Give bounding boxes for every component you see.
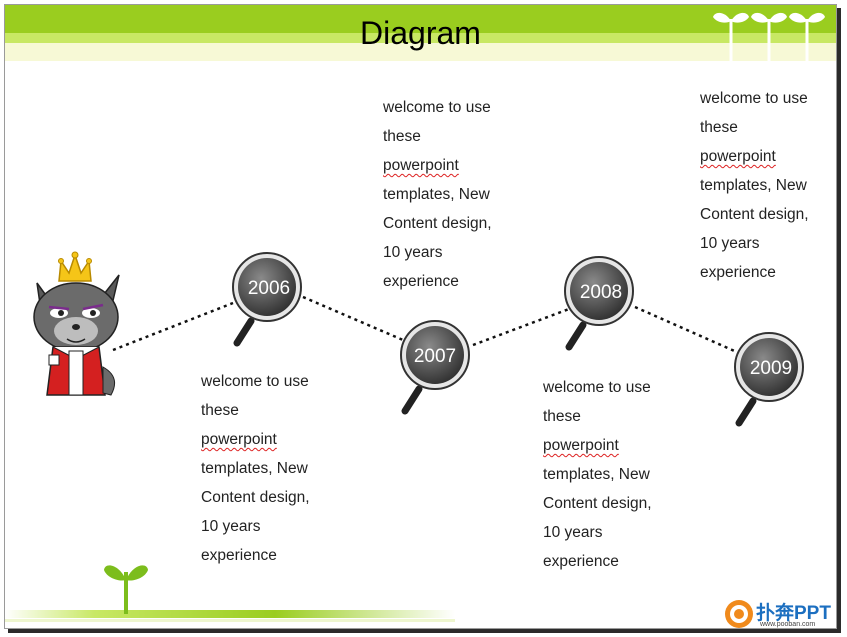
description-line: powerpoint	[383, 157, 459, 174]
ground-decoration	[5, 565, 455, 622]
description-line: Content design,	[543, 495, 652, 512]
description-line: powerpoint	[201, 431, 277, 448]
year-label-2006: 2006	[248, 278, 290, 299]
timeline-diagram: 2006 2007 2008 2009	[112, 252, 804, 427]
description-line: templates, New	[543, 466, 650, 483]
description-line: templates, New	[201, 460, 308, 477]
year-label-2007: 2007	[414, 346, 456, 367]
timeline-connector	[472, 307, 570, 347]
description-line: 10 years	[201, 518, 261, 535]
timeline-connector	[302, 295, 404, 342]
milestone-2009-magnifier	[734, 332, 804, 427]
page-title: Diagram	[360, 15, 481, 51]
description-line: templates, New	[383, 186, 490, 203]
milestone-2007-description: welcome to use these powerpoint template…	[383, 93, 492, 296]
milestone-2009-description: welcome to use these powerpoint template…	[700, 84, 809, 287]
milestone-2007-magnifier	[400, 320, 470, 415]
slide: Diagram	[4, 4, 837, 629]
description-line: Content design,	[201, 489, 310, 506]
description-line: Content design,	[383, 215, 492, 232]
description-line: powerpoint	[700, 148, 776, 165]
sprout-icon	[713, 12, 825, 61]
description-line: templates, New	[700, 177, 807, 194]
year-label-2009: 2009	[750, 358, 792, 379]
logo-text: 扑奔PPT	[756, 603, 831, 624]
description-line: these	[700, 119, 738, 136]
description-line: welcome to use	[201, 373, 309, 390]
wolf-king-character	[33, 251, 120, 396]
logo-url: www.pooban.com	[760, 621, 816, 628]
header-band-mid	[5, 33, 836, 43]
description-line: welcome to use	[383, 99, 491, 116]
timeline-connector	[112, 301, 234, 352]
milestone-2008-description: welcome to use these powerpoint template…	[543, 373, 652, 576]
milestone-2006-description: welcome to use these powerpoint template…	[201, 367, 310, 570]
description-line: powerpoint	[543, 437, 619, 454]
description-line: experience	[201, 547, 277, 564]
description-line: welcome to use	[700, 90, 808, 107]
logo-icon	[725, 600, 753, 628]
description-line: 10 years	[543, 524, 603, 541]
description-line: experience	[543, 553, 619, 570]
description-line: experience	[700, 264, 776, 281]
description-line: welcome to use	[543, 379, 651, 396]
timeline-connector	[634, 305, 740, 355]
description-line: experience	[383, 273, 459, 290]
sprout-icon	[104, 565, 148, 614]
description-line: 10 years	[383, 244, 443, 261]
milestone-2008-magnifier	[564, 256, 634, 351]
description-line: these	[543, 408, 581, 425]
description-line: 10 years	[700, 235, 760, 252]
description-line: Content design,	[700, 206, 809, 223]
description-line: these	[383, 128, 421, 145]
year-label-2008: 2008	[580, 282, 622, 303]
header-band-low	[5, 43, 836, 61]
milestone-2006-magnifier	[232, 252, 302, 347]
description-line: these	[201, 402, 239, 419]
header-band-top	[5, 5, 836, 33]
